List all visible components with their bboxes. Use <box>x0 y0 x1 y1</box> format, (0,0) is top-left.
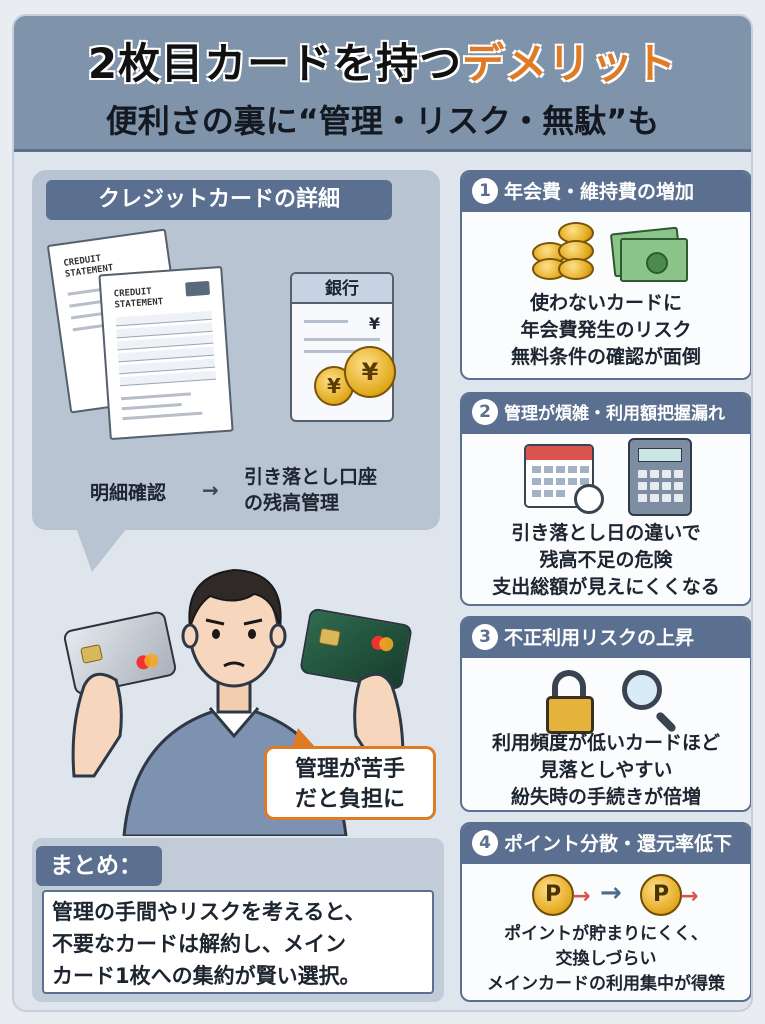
cash-icon <box>620 238 688 282</box>
card-3-line: 見落としやすい <box>539 759 673 781</box>
card-chip-icon <box>185 280 211 297</box>
clock-icon <box>574 484 604 514</box>
number-badge: 2 <box>472 399 498 425</box>
number-badge: 3 <box>472 624 498 650</box>
demerit-card-3: 3 不正利用リスクの上昇 利用頻度が低いカードほど 見落としやすい 紛失時の手続き… <box>460 616 751 812</box>
arrow-right-icon: → <box>600 878 622 908</box>
summary-line3: カード1枚への集約が賢い選択。 <box>52 964 361 988</box>
balance-label-line2: の残高管理 <box>244 492 340 514</box>
yen-coin-icon: ¥ <box>344 346 396 398</box>
padlock-icon <box>546 696 594 734</box>
statement-title-front: CREDUIT STATEMENT <box>113 286 164 311</box>
magnifier-icon <box>622 670 662 710</box>
statement-paper-front: CREDUIT STATEMENT <box>98 265 234 441</box>
card-1-title-text: 年会費・維持費の増加 <box>504 181 695 203</box>
card-1-title: 1 年会費・維持費の増加 <box>462 172 750 212</box>
card-3-text: 利用頻度が低いカードほど 見落としやすい 紛失時の手続きが倍増 <box>462 730 750 810</box>
summary-line1: 管理の手間やリスクを考えると、 <box>52 900 366 924</box>
card-2-title: 2 管理が煩雑・利用額把握漏れ <box>462 394 750 434</box>
summary-text: 管理の手間やリスクを考えると、 不要なカードは解約し、メイン カード1枚への集約… <box>42 890 434 994</box>
coins-icon <box>558 258 594 280</box>
demerit-card-2: 2 管理が煩雑・利用額把握漏れ 引き落とし日の違いで 残高不足の危険 支出総額が見… <box>460 392 751 606</box>
card-2-line: 支出総額が見えにくくなる <box>492 576 720 598</box>
bank-label: 銀行 <box>292 274 392 304</box>
bubble-line1: 管理が苦手 <box>294 757 405 782</box>
summary-line2: 不要なカードは解約し、メイン <box>52 932 346 956</box>
arrow-right-icon: → <box>202 478 219 502</box>
card-4-title-text: ポイント分散・還元率低下 <box>504 833 733 855</box>
title-accent: デメリット <box>462 39 678 88</box>
card-2-text: 引き落とし日の違いで 残高不足の危険 支出総額が見えにくくなる <box>462 520 750 601</box>
header: 2枚目カードを持つデメリット 便利さの裏に“管理・リスク・無駄”も <box>14 16 751 152</box>
calculator-icon <box>628 438 692 516</box>
card-3-line: 利用頻度が低いカードほど <box>491 732 720 754</box>
speech-bubble: 管理が苦手 だと負担に <box>264 746 436 820</box>
yen-symbol: ¥ <box>368 314 380 333</box>
point-coin-icon: P <box>640 874 682 916</box>
title-main: 2枚目カードを持つ <box>87 39 463 88</box>
number-badge: 4 <box>472 830 498 856</box>
card-3-title-text: 不正利用リスクの上昇 <box>504 627 695 649</box>
summary-heading: まとめ： <box>36 846 162 886</box>
arrow-right-icon: → <box>572 884 591 909</box>
demerit-card-4: 4 ポイント分散・還元率低下 P → → P → ポイントが貯まりにくく、 交換し… <box>460 822 751 1002</box>
card-3-line: 紛失時の手続きが倍増 <box>510 786 701 808</box>
card-1-text: 使わないカードに 年会費発生のリスク 無料条件の確認が面倒 <box>462 290 750 371</box>
card-4-text: ポイントが貯まりにくく、 交換しづらい メインカードの利用集中が得策 <box>462 922 750 997</box>
card-2-line: 残高不足の危険 <box>539 549 673 571</box>
bubble-line2: だと負担に <box>294 787 405 812</box>
card-4-title: 4 ポイント分散・還元率低下 <box>462 824 750 864</box>
arrow-right-icon: → <box>680 884 699 909</box>
detail-heading: クレジットカードの詳細 <box>46 180 392 220</box>
point-coin-icon: P <box>532 874 574 916</box>
balance-management-label: 引き落とし口座 の残高管理 <box>244 464 377 516</box>
page-title: 2枚目カードを持つデメリット <box>14 30 751 91</box>
card-3-title: 3 不正利用リスクの上昇 <box>462 618 750 658</box>
page-subtitle: 便利さの裏に“管理・リスク・無駄”も <box>105 102 660 140</box>
speech-tail <box>74 522 132 572</box>
card-4-line: ポイントが貯まりにくく、 <box>504 924 708 944</box>
infographic-frame: 2枚目カードを持つデメリット 便利さの裏に“管理・リスク・無駄”も クレジットカ… <box>12 14 753 1012</box>
card-1-line: 年会費発生のリスク <box>520 319 692 341</box>
card-2-line: 引き落とし日の違いで <box>511 522 701 544</box>
number-badge: 1 <box>472 178 498 204</box>
statement-check-label: 明細確認 <box>90 482 167 504</box>
card-4-line: メインカードの利用集中が得策 <box>487 974 725 994</box>
demerit-card-1: 1 年会費・維持費の増加 使わないカードに 年会費発生のリスク 無料条件の確認が面… <box>460 170 751 380</box>
card-1-line: 無料条件の確認が面倒 <box>510 346 701 368</box>
padlock-icon <box>552 670 586 700</box>
card-2-title-text: 管理が煩雑・利用額把握漏れ <box>504 404 725 424</box>
card-1-line: 使わないカードに <box>529 292 682 314</box>
card-4-line: 交換しづらい <box>555 949 657 969</box>
bubble-tail <box>292 728 316 748</box>
balance-label-line1: 引き落とし口座 <box>244 466 378 488</box>
